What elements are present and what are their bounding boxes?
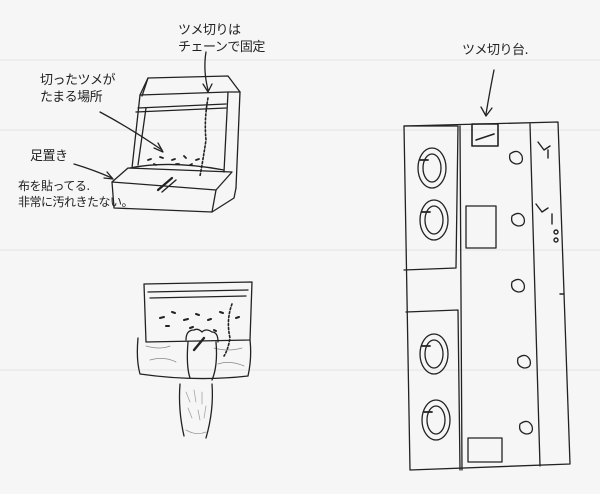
chain-label-line-1: ツメ切りは [178,23,241,38]
footrest-label-line-1: 足置き [30,149,68,164]
foot-usage-sketch [136,281,253,439]
collect-label-line-2: たまる場所 [40,90,103,105]
notebook-lines [0,59,600,371]
table-label-line-1: ツメ切り台. [462,43,529,58]
cloth-label-line-1: 布を貼ってる. [18,179,90,193]
floor-plan-sketch [403,69,571,471]
cloth-label-line-2: 非常に汚れきたない。 [18,195,134,209]
collect-label: 切ったツメが たまる場所 [40,72,116,106]
chain-label-line-2: チェーンで固定 [178,40,265,55]
table-label: ツメ切り台. [462,42,529,59]
cloth-label: 布を貼ってる. 非常に汚れきたない。 [18,178,134,210]
footrest-label: 足置き [30,148,68,165]
collect-label-line-1: 切ったツメが [40,73,116,88]
clipper-box-sketch [73,51,241,213]
chain-label: ツメ切りは チェーンで固定 [178,22,265,56]
